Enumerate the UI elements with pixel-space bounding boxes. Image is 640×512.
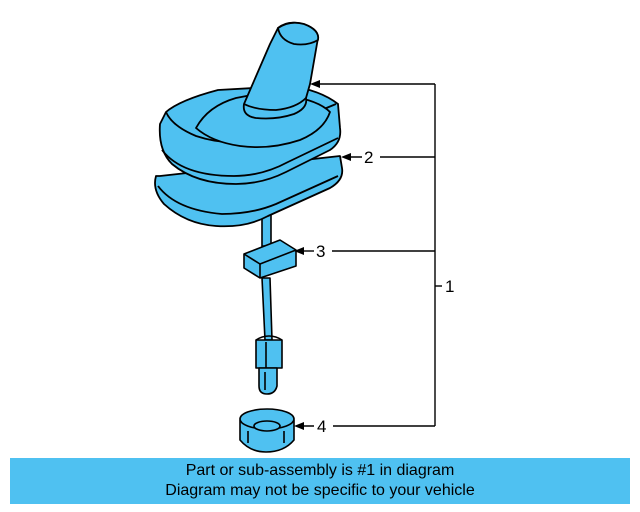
disclaimer-line-1: Part or sub-assembly is #1 in diagram — [185, 462, 455, 479]
arrowhead-part-2 — [341, 153, 351, 161]
part-4-bushing — [239, 408, 295, 453]
callout-label-1: 1 — [445, 277, 454, 296]
disclaimer-line-2: Diagram may not be specific to your vehi… — [165, 482, 475, 499]
disclaimer-banner: Part or sub-assembly is #1 in diagram Di… — [10, 458, 630, 504]
callout-label-3: 3 — [316, 242, 325, 261]
part-3-damper-block — [243, 239, 297, 279]
arrowhead-part-1 — [310, 80, 320, 88]
shift-lever — [242, 21, 320, 120]
callout-arrowheads — [294, 80, 351, 430]
callout-lines — [297, 83, 442, 427]
callout-label-4: 4 — [317, 417, 326, 436]
shifter-lower-shaft — [255, 277, 283, 395]
arrowhead-part-4 — [294, 422, 304, 430]
arrowhead-part-3 — [294, 247, 304, 255]
callout-label-2: 2 — [364, 148, 373, 167]
